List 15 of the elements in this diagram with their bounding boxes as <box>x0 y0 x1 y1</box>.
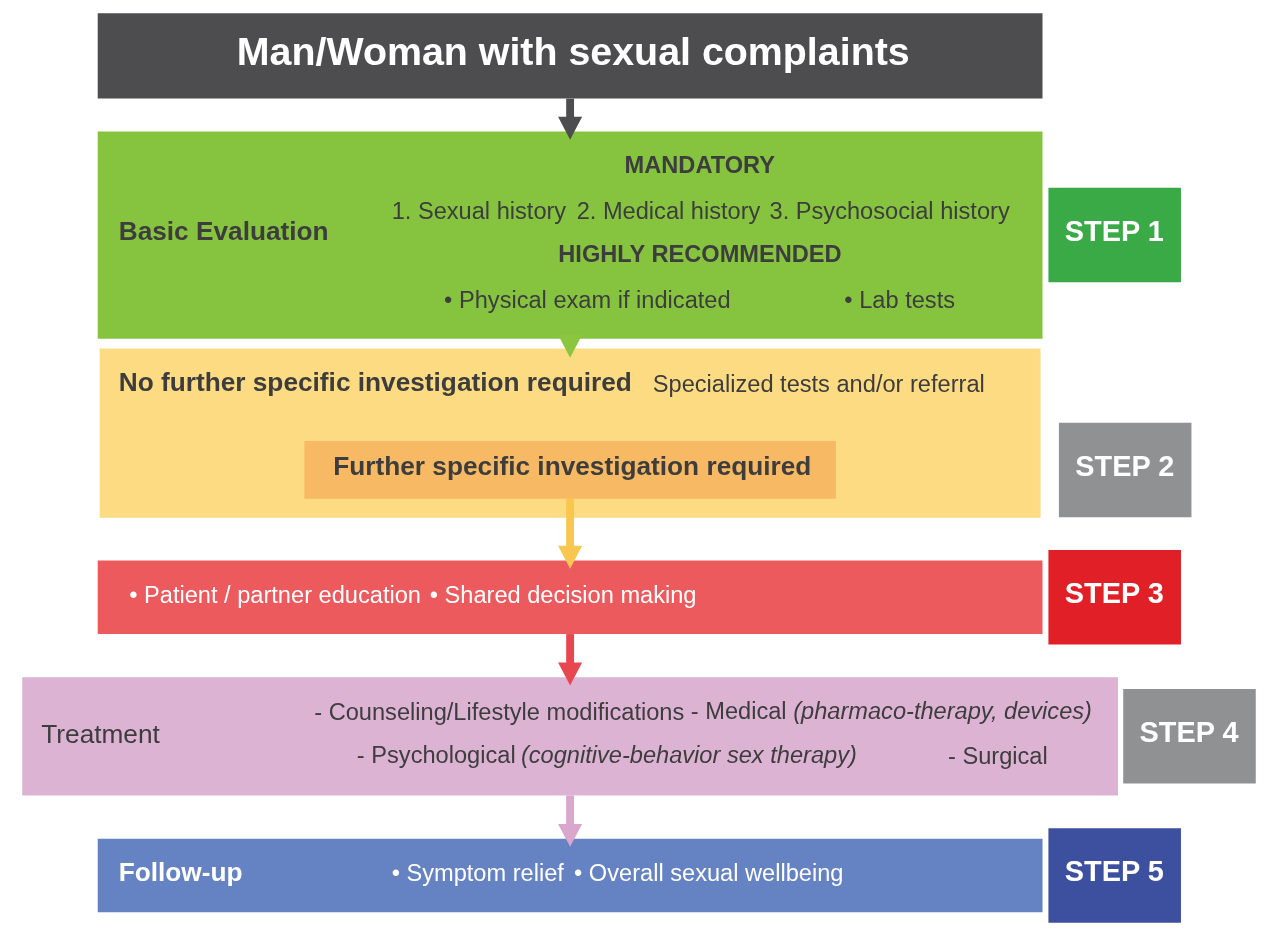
node-box: Man/Woman with sexual complaints <box>97 13 1042 99</box>
node-box: Treatment - Counseling/Lifestyle modifications - Medical (pharmaco-therapy, devices) - Psychological (cognitive-behavior sex therapy) - Surgical <box>21 677 1118 796</box>
node-box: STEP 1 <box>1047 187 1181 283</box>
node-box: STEP 5 <box>1047 828 1181 923</box>
node-box: STEP 4 <box>1122 689 1256 784</box>
node-box: Further specific investigation required <box>303 441 836 499</box>
arrow <box>557 498 582 569</box>
arrow <box>557 334 582 358</box>
node-box: STEP 3 <box>1047 550 1181 645</box>
arrow <box>557 98 582 140</box>
arrow <box>557 634 582 686</box>
node-box: STEP 2 <box>1058 422 1191 518</box>
arrow <box>557 795 582 847</box>
node-box: • Patient / partner education • Shared decision making <box>97 560 1042 634</box>
node-box: Follow-up • Symptom relief • Overall sexual wellbeing <box>97 838 1042 913</box>
